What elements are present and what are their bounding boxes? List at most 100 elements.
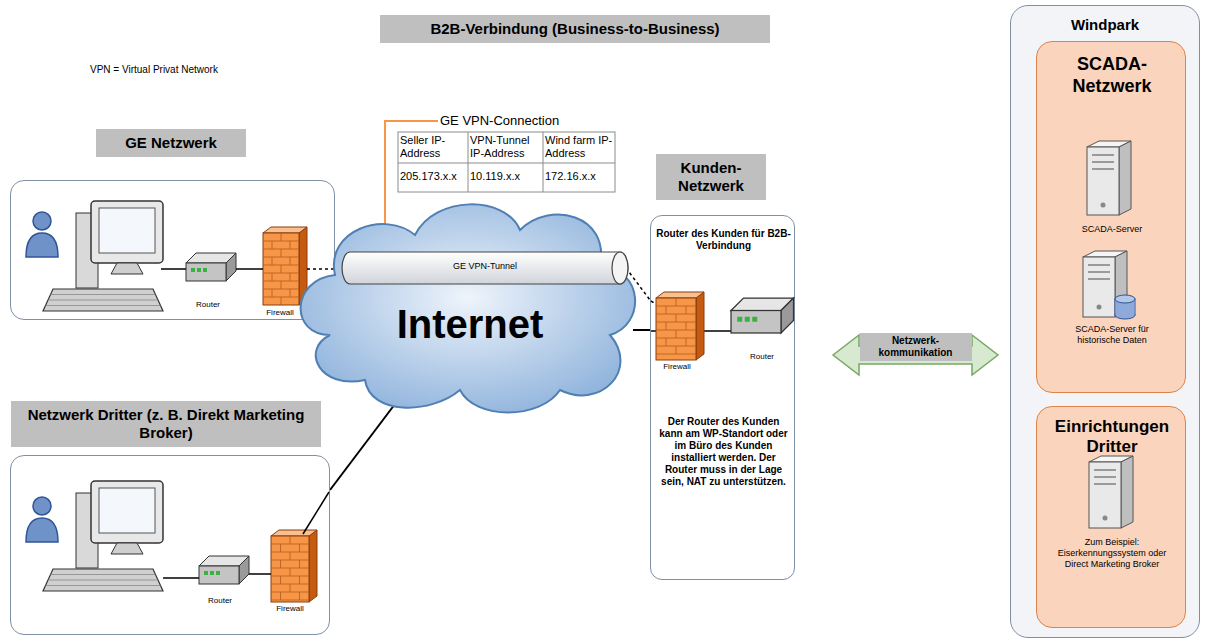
- node-illustration: [11, 181, 336, 321]
- firewall-icon-part: [271, 600, 309, 601]
- firewall-icon-part: [263, 227, 307, 233]
- device-label: Router: [737, 352, 787, 362]
- device-label: Router: [195, 596, 245, 606]
- edge-label: Netzwerk- kommunikation: [860, 333, 972, 361]
- windpark-box: WindparkSCADA- NetzwerkSCADA-ServerSCADA…: [1010, 5, 1200, 638]
- text-slot: B2B-Verbindung (Business-to-Business): [380, 15, 770, 43]
- computer-icon-part: [51, 574, 156, 575]
- firewall-icon-part: [299, 560, 300, 568]
- firewall-icon-part: [281, 281, 282, 289]
- table-cell: 10.119.x.x: [470, 170, 542, 183]
- node-heading: Windpark: [1011, 16, 1199, 34]
- computer-icon-part: [51, 294, 156, 295]
- text-slot: VPN-Tunnel IP-Address: [470, 134, 542, 160]
- device-label: Firewall: [265, 604, 315, 614]
- router-icon-part: [752, 317, 757, 322]
- table-cell: Wind farm IP-Address: [545, 134, 613, 160]
- server-icon: [1083, 251, 1135, 319]
- note-label: VPN = Virtual Privat Network: [90, 64, 290, 76]
- node-text: Der Router des Kunden kann am WP-Standor…: [656, 416, 791, 488]
- server-icon-part: [1121, 456, 1133, 528]
- server-icon-part: [1087, 147, 1119, 215]
- server-icon-part: [1088, 278, 1110, 279]
- router-icon-part: [210, 571, 214, 575]
- node-heading: Einrichtungen Dritter: [1047, 417, 1177, 458]
- firewall-icon-part: [290, 273, 291, 281]
- table-grid-part: [398, 132, 615, 192]
- firewall-icon-part: [686, 306, 687, 314]
- router-icon-part: [745, 317, 750, 322]
- server-icon-part: [1094, 476, 1116, 477]
- node-text: Zum Beispiel: Eiserkennungssystem oder D…: [1052, 537, 1172, 569]
- cable-line: [163, 577, 199, 579]
- server-icon-part: [1092, 168, 1114, 169]
- node-text: Router des Kunden für B2B-Verbindung: [656, 228, 791, 252]
- text-slot: Netzwerk Dritter (z. B. Direkt Marketing…: [11, 401, 321, 447]
- router-icon-part: [781, 298, 794, 333]
- server-icon-part: [1088, 264, 1110, 265]
- cable-line: [161, 268, 186, 270]
- computer-icon-part: [91, 481, 163, 543]
- firewall-icon-part: [676, 330, 677, 338]
- server-icon-part: [1094, 469, 1116, 470]
- firewall-icon-part: [272, 257, 273, 265]
- firewall-icon-part: [263, 233, 299, 305]
- server-icon-part: [1083, 257, 1115, 317]
- node-heading: SCADA- Netzwerk: [1060, 54, 1164, 97]
- firewall-icon-part: [309, 530, 317, 602]
- tunnel-shape: [342, 252, 628, 284]
- server-icon-part: [1088, 271, 1110, 272]
- connector-path: [633, 329, 650, 331]
- connector-line: [633, 330, 650, 331]
- server-icon-part: [1097, 305, 1102, 310]
- router-icon-part: [731, 311, 781, 334]
- text-slot: 10.119.x.x: [470, 170, 542, 183]
- heading-band: Netzwerk Dritter (z. B. Direkt Marketing…: [11, 401, 321, 447]
- server-icon: [1089, 456, 1133, 528]
- firewall-icon: [263, 227, 307, 305]
- table-cell: 172.16.x.x: [545, 170, 613, 183]
- table-cell: Seller IP-Address: [400, 134, 466, 160]
- text-slot: Internet: [380, 300, 560, 348]
- table-cell: 205.173.x.x: [400, 170, 466, 183]
- user-icon-part: [26, 233, 58, 257]
- heading-band: GE Netzwerk: [96, 129, 246, 157]
- text-slot: SCADA-Server für historische Daten: [1057, 324, 1167, 346]
- text-slot: Firewall: [652, 362, 702, 372]
- firewall-icon: [656, 292, 704, 360]
- firewall-icon-part: [290, 241, 291, 249]
- server-icon-part: [1103, 516, 1108, 521]
- router-icon-part: [737, 317, 742, 322]
- text-slot: GE Netzwerk: [96, 129, 246, 157]
- firewall-icon-part: [656, 298, 696, 360]
- server-icon-part: [1089, 462, 1121, 528]
- firewall-icon-part: [299, 592, 300, 600]
- firewall-icon-part: [676, 314, 677, 322]
- user-icon-part: [26, 518, 58, 542]
- cloud-shape: [301, 204, 636, 412]
- firewall-icon-part: [676, 298, 677, 306]
- internet-cloud: Internet: [290, 185, 645, 420]
- firewall-icon-part: [686, 338, 687, 346]
- node-illustration: [11, 456, 331, 636]
- router-icon: [186, 253, 236, 281]
- table-grid-part: [543, 132, 544, 192]
- server-icon-part: [1092, 161, 1114, 162]
- cable-line: [303, 492, 329, 534]
- firewall-icon-part: [280, 544, 281, 552]
- firewall-icon-part: [666, 306, 667, 314]
- computer-icon-part: [111, 543, 143, 554]
- cable-line: [236, 268, 263, 270]
- router-icon-part: [203, 268, 207, 272]
- user-icon: [26, 497, 58, 542]
- node-text: SCADA-Server: [1047, 224, 1177, 235]
- router-icon-part: [186, 263, 226, 281]
- computer-icon-part: [43, 569, 163, 591]
- firewall-icon-part: [290, 552, 291, 560]
- connector-line: [330, 404, 395, 490]
- network-box: GE Netzwerk: [10, 180, 335, 320]
- third-party-box: Einrichtungen DritterZum Beispiel: Eiser…: [1036, 406, 1186, 628]
- router-icon-part: [199, 566, 239, 584]
